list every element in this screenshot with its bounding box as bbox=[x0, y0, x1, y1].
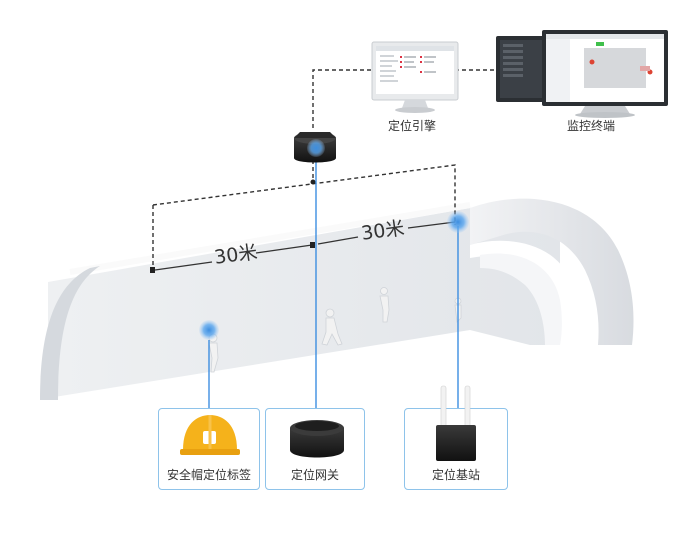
engine-computer-icon bbox=[371, 41, 459, 113]
gateway-device-icon bbox=[294, 132, 336, 163]
base-station-label: 定位基站 bbox=[431, 468, 480, 482]
gateway-label: 定位网关 bbox=[290, 468, 339, 482]
signal-lines bbox=[208, 150, 459, 408]
helmet-tag-card: 安全帽定位标签 bbox=[158, 408, 260, 490]
base-station-card: 定位基站 bbox=[404, 408, 508, 490]
monitor-terminal-icon bbox=[496, 30, 668, 118]
station-signal-icon bbox=[447, 211, 469, 233]
gateway-card: 定位网关 bbox=[265, 408, 365, 490]
engine-label: 定位引擎 bbox=[388, 119, 437, 133]
helmet-signal-icon bbox=[199, 320, 219, 340]
worker-figure bbox=[208, 287, 462, 373]
tunnel bbox=[40, 198, 634, 400]
monitor-label: 监控终端 bbox=[567, 119, 616, 133]
helmet-tag-label: 安全帽定位标签 bbox=[166, 468, 251, 482]
